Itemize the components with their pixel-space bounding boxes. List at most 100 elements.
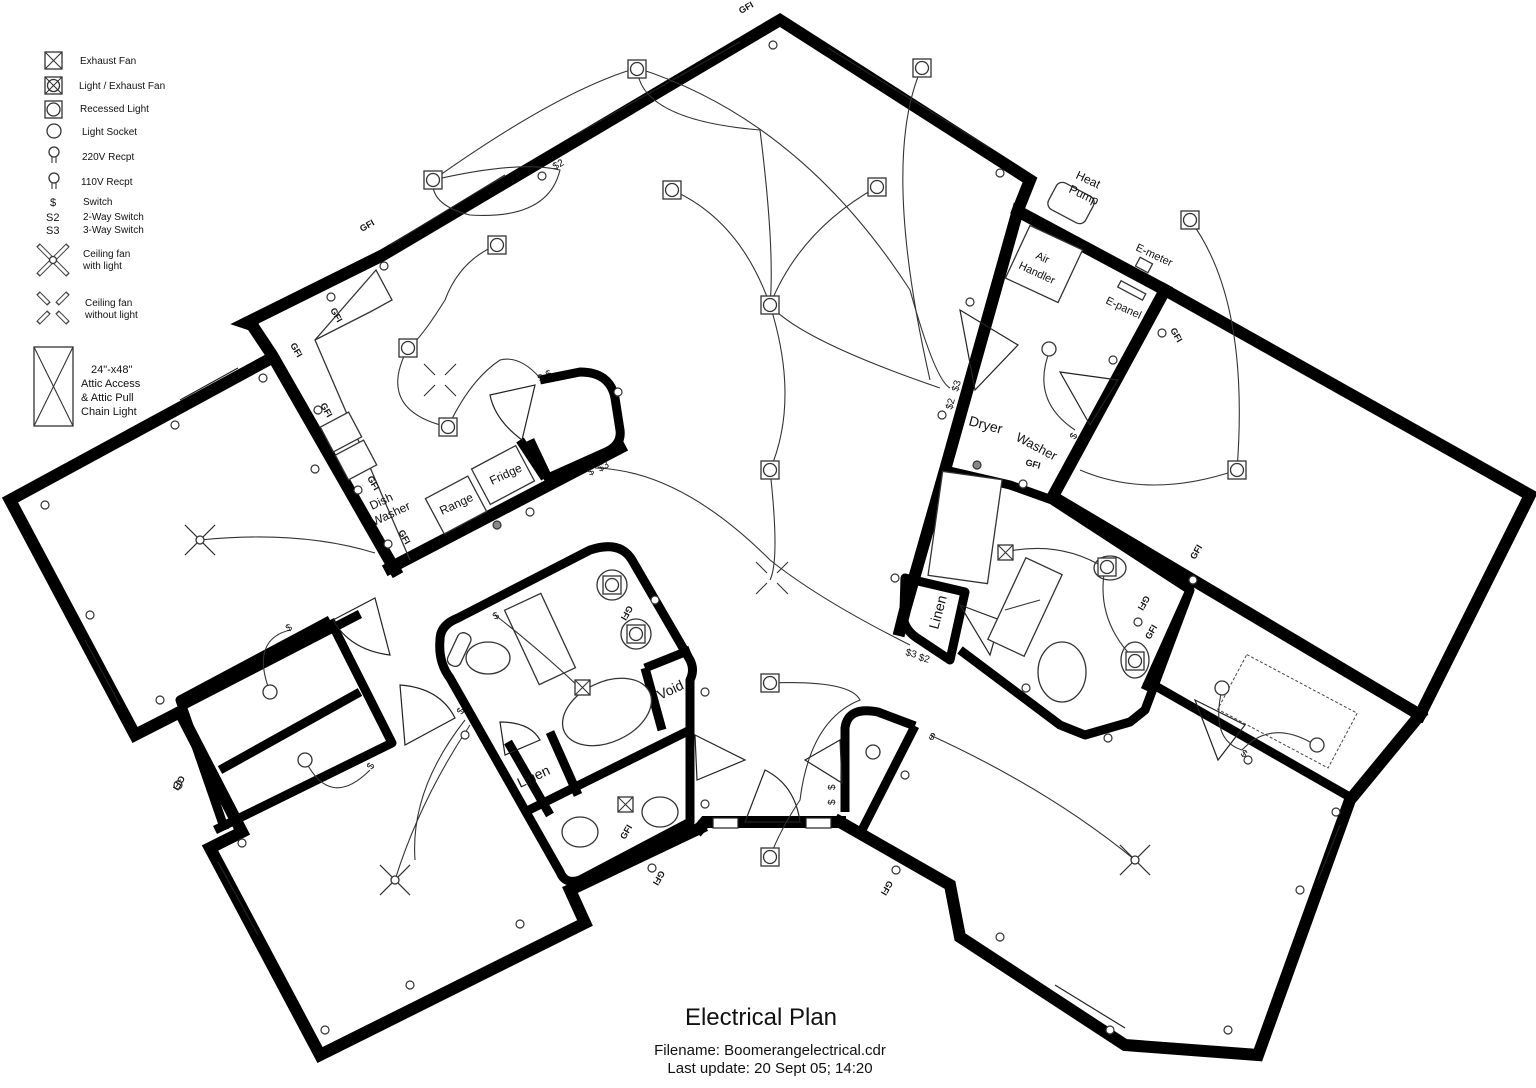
gfi-label: GFI — [1136, 594, 1152, 612]
legend-label-attic-4: Chain Light — [81, 406, 137, 418]
light-socket-icon — [262, 684, 278, 700]
recessed-light-icon — [398, 338, 418, 358]
exhaust-fans — [574, 544, 1014, 813]
ceiling-fans — [184, 363, 1151, 896]
air-handler-unit — [1004, 224, 1084, 304]
switch-label: $ — [1239, 748, 1250, 761]
switch-label: $ — [1068, 431, 1081, 442]
s2-switch-label: $2 — [917, 652, 931, 666]
recessed-light-icon — [1125, 651, 1145, 671]
110v-receptacle-icon — [1133, 617, 1143, 627]
legend-label-110v: 110V Recpt — [81, 177, 133, 188]
range-appliance — [424, 475, 488, 535]
gfi-label: GFI — [396, 528, 412, 546]
heat-pump-unit — [1047, 181, 1095, 225]
recessed-light-icon — [1097, 557, 1117, 577]
110v-receptacle-icon — [1103, 733, 1113, 743]
110v-receptacle-icon — [1018, 479, 1028, 489]
exhaust-fan-icon — [997, 544, 1014, 561]
110v-receptacle-icon — [525, 507, 535, 517]
light-socket-icon — [1041, 341, 1057, 357]
light-socket-icon — [46, 123, 62, 139]
legend-label-light-socket: Light Socket — [82, 127, 137, 138]
110v-receptacle-icon — [48, 172, 60, 189]
linen-master-label: Linen — [925, 594, 949, 631]
legend-label-recessed-light: Recessed Light — [80, 104, 149, 115]
110v-receptacle-icon — [900, 770, 910, 780]
switch-legend-symbol: $ — [50, 197, 56, 209]
gfi-label: GFI — [1143, 623, 1159, 641]
110v-receptacle-icon — [1331, 807, 1341, 817]
s2-switch-label: $2 — [944, 397, 958, 411]
legend-label-attic-1: 24"-x48" — [91, 364, 133, 376]
110v-receptacle-icon — [85, 610, 95, 620]
light-exhaust-fan-icon — [574, 679, 591, 696]
air-handler-label-1: Air — [1034, 250, 1052, 267]
doors — [332, 308, 1246, 823]
s3-switch-label: $3 — [950, 379, 964, 393]
washer-label: Washer — [1014, 429, 1061, 463]
light-socket-icon — [1309, 737, 1325, 753]
recessed-light-icon — [1180, 210, 1200, 230]
110v-receptacle-icon — [1021, 683, 1031, 693]
legend-label-exhaust-fan: Exhaust Fan — [80, 56, 136, 67]
110v-receptacle-icon — [379, 261, 389, 271]
ceiling-fan-with-light-icon — [379, 864, 411, 896]
legend-label-switch: Switch — [83, 197, 112, 208]
110v-receptacle-icon — [383, 539, 393, 549]
110v-receptacle-icon — [40, 500, 50, 510]
kitchen-fixtures — [314, 268, 536, 561]
110v-receptacle-icon — [537, 171, 547, 181]
110v-receptacle-icon — [1295, 885, 1305, 895]
110v-receptacle-icon — [937, 410, 947, 420]
legend-label-light-exhaust-fan: Light / Exhaust Fan — [79, 81, 165, 92]
recessed-light-icon — [602, 575, 622, 595]
legend-label-fan-light-2: with light — [82, 261, 122, 272]
bath-fixtures — [446, 470, 1150, 848]
legend-label-fan-light-1: Ceiling fan — [83, 249, 130, 260]
title-block: Electrical Plan Filename: Boomerangelect… — [600, 1004, 940, 1078]
recessed-light-icon — [760, 847, 780, 867]
110v-receptacle-icon — [353, 485, 363, 495]
switch-label: $ — [284, 622, 295, 635]
utility-fixtures — [1004, 181, 1154, 304]
light-socket-icon — [1214, 680, 1230, 696]
recessed-light-icon — [438, 417, 458, 437]
recessed-light-icon — [760, 673, 780, 693]
switch-label: $ — [365, 761, 378, 772]
recessed-light-icon — [662, 180, 682, 200]
110v-receptacle-icon — [647, 863, 657, 873]
recessed-light-icon — [912, 58, 932, 78]
110v-receptacle-icon — [173, 780, 183, 790]
recessed-light-icon — [867, 177, 887, 197]
s2-legend-symbol: S2 — [46, 212, 59, 224]
light-socket-icon — [865, 744, 881, 760]
windows — [84, 41, 1341, 1029]
e-panel-label: E-panel — [1104, 295, 1143, 322]
110v-receptacle-icon — [515, 919, 525, 929]
light-exhaust-fan-icon — [44, 76, 63, 95]
110v-receptacle-icon — [768, 40, 778, 50]
switch-label: $ — [927, 731, 938, 744]
light-socket-icon — [297, 752, 313, 768]
light-sockets — [262, 341, 1325, 768]
legend-label-fan-nolight-1: Ceiling fan — [85, 298, 132, 309]
recessed-light-icon — [760, 295, 780, 315]
legend-label-attic-2: Attic Access — [81, 378, 141, 390]
220v-receptacle-icon — [972, 460, 982, 470]
s3-switch-label: $3 — [904, 647, 918, 661]
gfi-label: GFI — [1024, 457, 1041, 471]
gfi-label: GFI — [288, 341, 304, 359]
recessed-light-icon — [487, 235, 507, 255]
legend-label-fan-nolight-2: without light — [84, 310, 138, 321]
110v-receptacle-icon — [155, 695, 165, 705]
interior-walls — [175, 206, 1429, 886]
legend-label-220v: 220V Recpt — [82, 152, 134, 163]
gfi-label: GFI — [1168, 326, 1184, 344]
s3-switch-label: $3 — [596, 459, 612, 474]
110v-receptacle-icon — [890, 573, 900, 583]
attic-access-outline — [1217, 653, 1358, 769]
ceiling-fan-without-light-icon — [755, 561, 789, 595]
recessed-light-icon — [423, 170, 443, 190]
